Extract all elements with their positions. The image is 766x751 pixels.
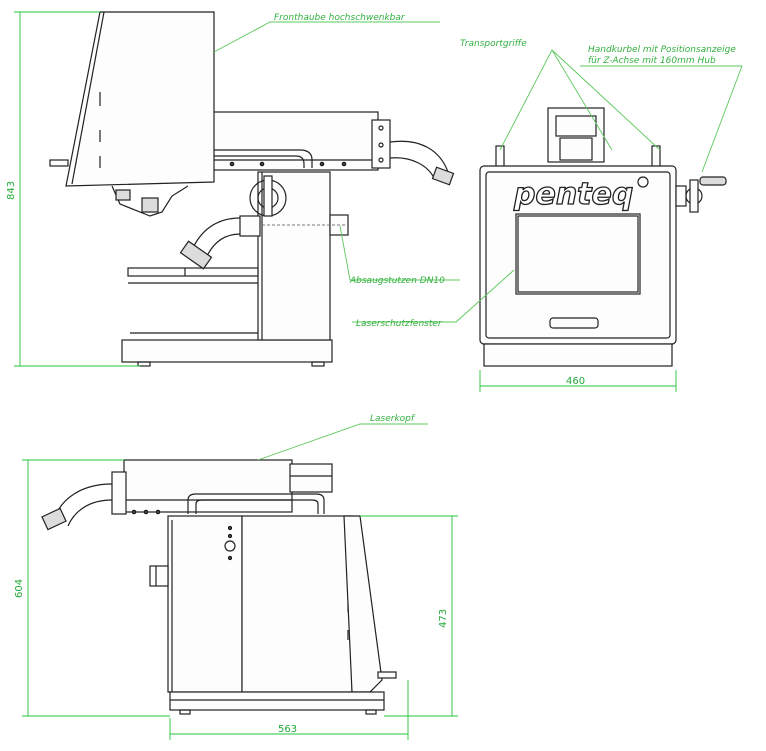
label-transportgriffe: Transportgriffe [460, 39, 527, 49]
penteq-logo: penteq [513, 177, 633, 212]
side-view-bottom: 604 473 563 [14, 459, 458, 740]
dim-473: 473 [438, 609, 449, 628]
side-view-top: 843 [6, 11, 455, 367]
front-view: penteq 460 [479, 107, 727, 392]
dim-460: 460 [566, 376, 585, 387]
label-handkurbel-2: für Z-Achse mit 160mm Hub [588, 56, 716, 66]
dim-604: 604 [14, 579, 25, 598]
label-fronthaube: Fronthaube hochschwenkbar [274, 13, 406, 23]
dim-843: 843 [6, 181, 17, 200]
label-laserschutzfenster: Laserschutzfenster [356, 319, 443, 329]
label-absaugstutzen: Absaugstutzen DN10 [349, 276, 445, 286]
dim-563: 563 [278, 724, 297, 735]
label-handkurbel-1: Handkurbel mit Positionsanzeige [588, 45, 736, 55]
label-laserkopf: Laserkopf [370, 414, 416, 424]
